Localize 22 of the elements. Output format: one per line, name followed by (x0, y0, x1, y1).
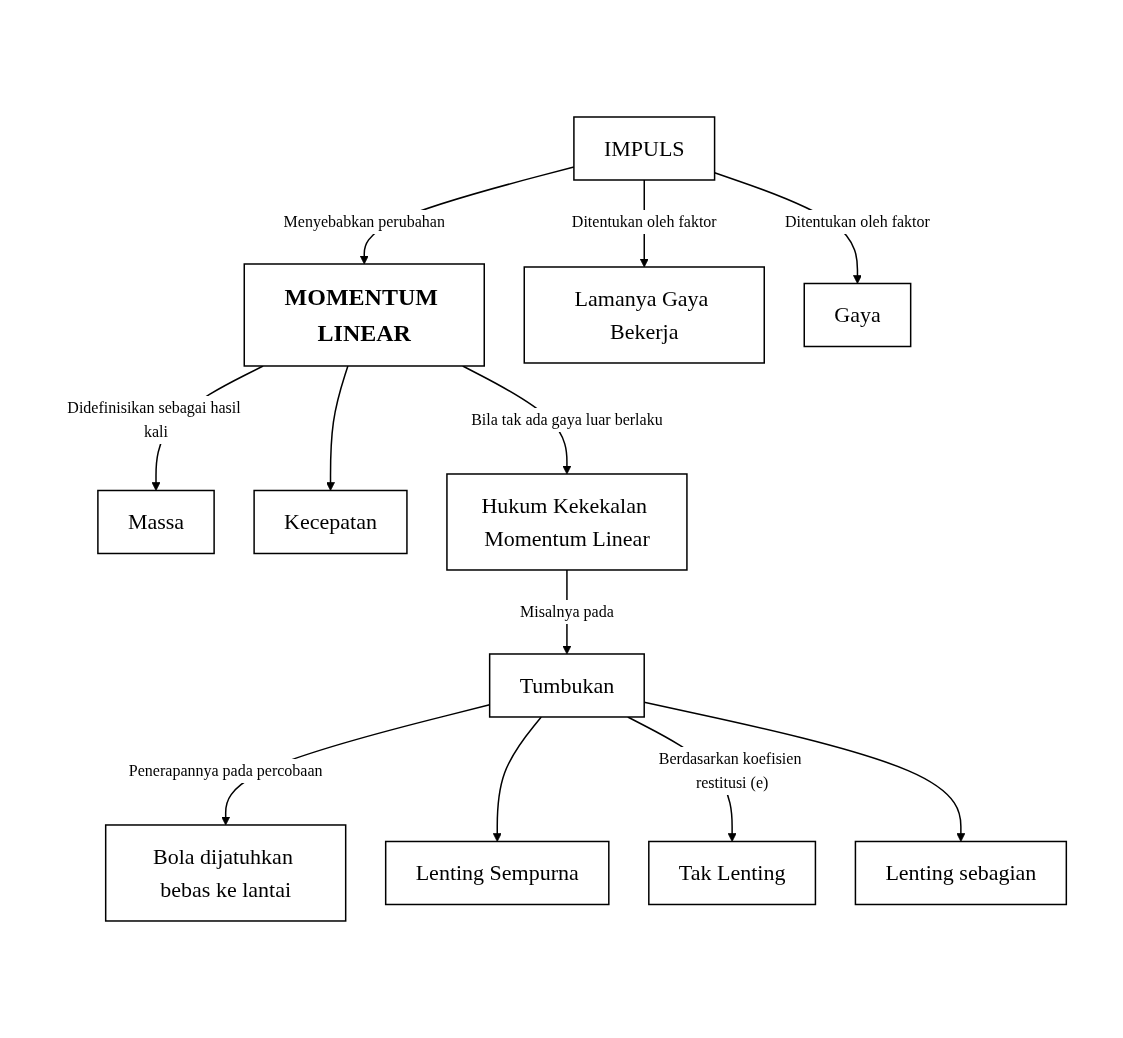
node-box: Tumbukan (489, 653, 646, 718)
node-box: Gaya (803, 282, 912, 348)
edge-label: Bila tak ada gaya luar berlaku (471, 410, 663, 428)
edge-label: Misalnya pada (520, 602, 615, 620)
node-box: Lamanya Gaya Bekerja (523, 266, 766, 364)
edge-label: Berdasarkan koefisien restitusi (e) (659, 749, 802, 791)
node-box: Bola dijatuhkan bebas ke lantai (105, 824, 347, 922)
node-box: MOMENTUM LINEAR (243, 263, 486, 367)
edge-label: Ditentukan oleh faktor (785, 213, 931, 230)
edge-label: Ditentukan oleh faktor (572, 213, 717, 230)
edge-label: Didefinisikan sebagai hasil kali (67, 398, 241, 440)
node-box: Massa (97, 489, 216, 555)
node-box: Tak Lenting (648, 840, 817, 906)
node-box: Kecepatan (253, 489, 408, 555)
edge-label: Penerapannya pada percobaan (129, 761, 323, 779)
node-box: Hukum Kekekalan Momentum Linear (446, 473, 688, 571)
node-box: IMPULS (573, 116, 716, 181)
arrow (493, 716, 543, 842)
node-box: Lenting sebagian (855, 840, 1068, 906)
node-box: Lenting Sempurna (385, 840, 610, 906)
arrow (326, 365, 349, 491)
edge-label: Menyebabkan perubahan (283, 213, 446, 230)
